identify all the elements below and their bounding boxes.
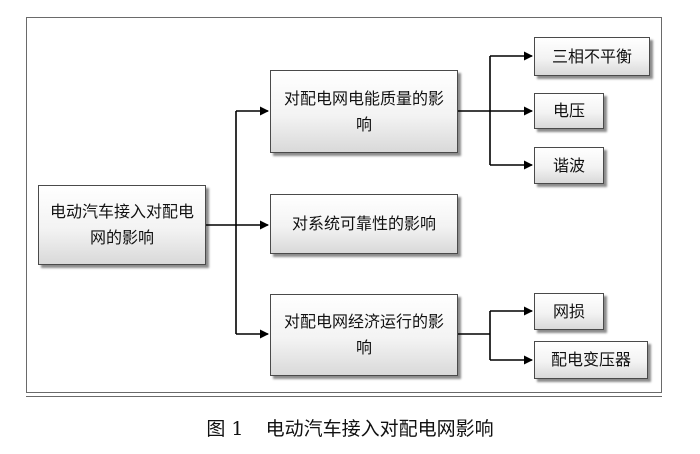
distribution-transformer-node: 配电变压器 xyxy=(534,341,648,379)
power-quality-node-label: 对配电网电能质量的影响 xyxy=(283,88,444,134)
figure-caption-label: 图 1 xyxy=(206,418,244,440)
figure-frame-bottom-rule xyxy=(26,396,662,397)
network-loss-label: 网损 xyxy=(552,301,585,321)
economic-operation-node: 对配电网经济运行的影响 xyxy=(270,294,458,376)
network-loss-node: 网损 xyxy=(534,293,604,330)
figure-caption: 图 1 电动汽车接入对配电网影响 xyxy=(0,414,700,441)
three-phase-imbalance-label: 三相不平衡 xyxy=(551,46,632,66)
harmonic-node: 谐波 xyxy=(534,147,604,184)
root-node-label: 电动汽车接入对配电网的影响 xyxy=(49,202,194,247)
figure-caption-title: 电动汽车接入对配电网影响 xyxy=(265,418,494,440)
economic-operation-node-label: 对配电网经济运行的影响 xyxy=(283,312,444,357)
power-quality-node: 对配电网电能质量的影响 xyxy=(270,70,458,153)
root-node: 电动汽车接入对配电网的影响 xyxy=(38,185,206,265)
reliability-node: 对系统可靠性的影响 xyxy=(270,194,458,254)
voltage-label: 电压 xyxy=(552,101,585,120)
reliability-node-label: 对系统可靠性的影响 xyxy=(291,214,436,233)
three-phase-imbalance-node: 三相不平衡 xyxy=(534,37,650,76)
harmonic-label: 谐波 xyxy=(552,155,585,175)
voltage-node: 电压 xyxy=(534,93,604,129)
distribution-transformer-label: 配电变压器 xyxy=(550,350,631,369)
